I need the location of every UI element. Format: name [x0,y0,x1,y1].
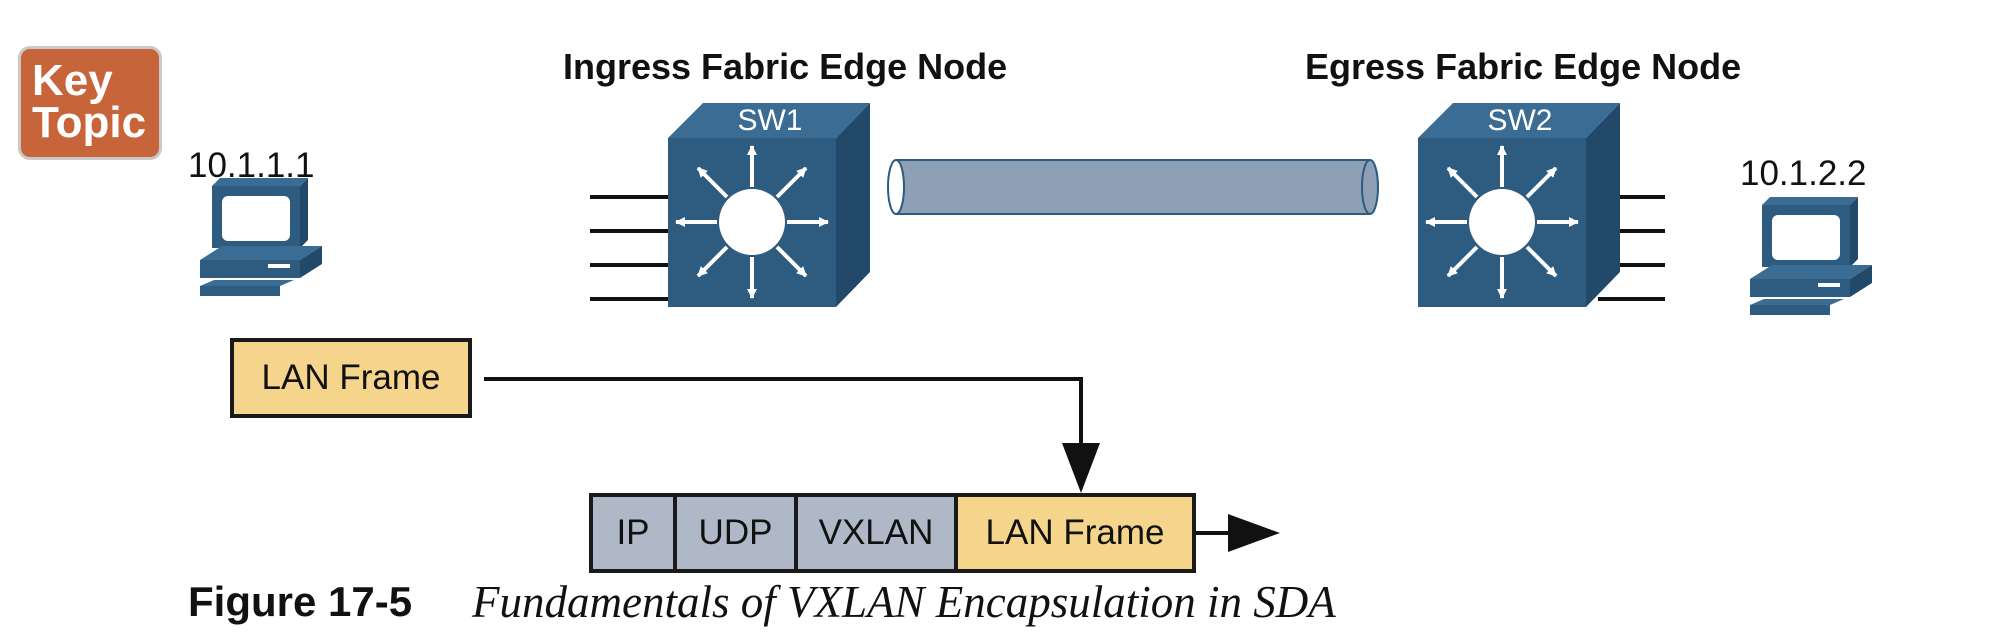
egress-node-title: Egress Fabric Edge Node [1305,46,1742,87]
sw1-ports [590,195,668,301]
key-topic-badge: Key Topic [18,46,162,160]
forward-arrow [1196,514,1280,552]
figure-number: Figure 17-5 [188,578,413,625]
sw1-switch-icon: SW1 [668,103,870,307]
left-pc-icon [200,178,322,296]
figure-caption: Fundamentals of VXLAN Encapsulation in S… [472,577,1336,627]
ip-header: IP [589,493,677,573]
udp-header: UDP [673,493,798,573]
vxlan-header: VXLAN [794,493,958,573]
original-lan-frame: LAN Frame [230,338,472,418]
badge-line-2: Topic [32,98,147,147]
sw1-label: SW1 [737,104,802,137]
right-pc-icon [1750,197,1872,315]
badge-line-1: Key [32,56,113,105]
vxlan-tunnel-pipe [887,159,1379,215]
ingress-node-title: Ingress Fabric Edge Node [563,46,1008,87]
sw2-label: SW2 [1487,104,1552,137]
sw2-switch-icon: SW2 [1418,103,1620,307]
encapsulation-arrow [484,377,1100,493]
encapsulated-lan-frame: LAN Frame [954,493,1196,573]
right-host-ip: 10.1.2.2 [1740,154,1867,193]
